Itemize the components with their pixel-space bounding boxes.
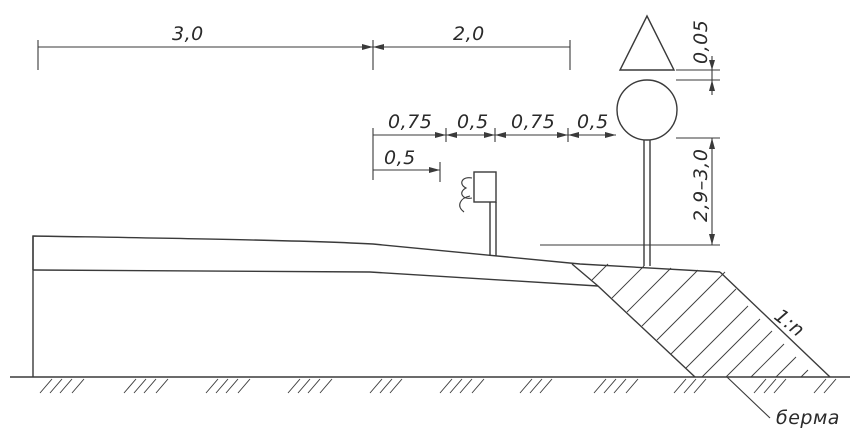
berm-label: берма [776, 407, 840, 429]
segment-dimension-chain [372, 128, 616, 180]
warning-triangle-sign [618, 14, 676, 71]
dim-sign-gap: 0,05 [690, 20, 712, 64]
dim-seg-4: 0,5 [577, 111, 609, 133]
dim-width-right: 2,0 [453, 23, 485, 45]
embankment-hatched [571, 263, 831, 378]
dim-width-left: 3,0 [172, 23, 204, 45]
road-sign [616, 14, 678, 266]
dim-seg-1: 0,75 [388, 111, 432, 133]
sign-vertical-dimensions [540, 56, 720, 246]
berm-leader [726, 376, 771, 419]
post-offset-dimension [373, 162, 441, 182]
ground-hatching [39, 378, 837, 394]
slope-label: 1:n [770, 305, 809, 342]
road-pavement [32, 235, 721, 377]
guardrail-post [459, 171, 497, 256]
overall-width-dimension [37, 40, 571, 70]
dim-post-offset: 0,5 [384, 147, 416, 169]
dim-seg-3: 0,75 [511, 111, 555, 133]
dim-sign-height: 2,9–3,0 [690, 149, 712, 222]
round-sign [616, 79, 678, 141]
dim-seg-2: 0,5 [457, 111, 489, 133]
ground-line [10, 376, 850, 394]
